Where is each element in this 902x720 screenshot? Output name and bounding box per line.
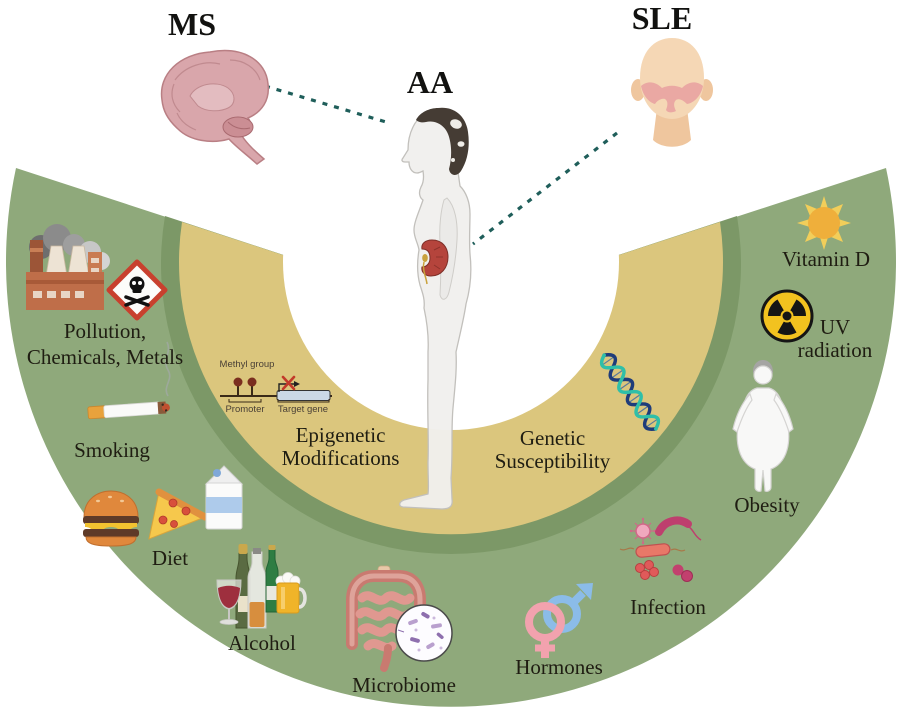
toxic-hazard-icon [106, 259, 168, 321]
intestine-icon [346, 565, 426, 672]
inner-label-epigenetic: Epigenetic Modifications [281, 423, 400, 470]
factor-label-pollution: Pollution, Chemicals, Metals [26, 319, 184, 369]
factor-label-smoking: Smoking [74, 438, 150, 462]
face-malar-rash-icon [631, 38, 713, 147]
milk-carton-icon [204, 465, 244, 530]
human-body-profile-icon [399, 107, 472, 510]
diagram-label-methyl-group: Methyl group [219, 359, 275, 370]
female-symbol-icon [525, 602, 565, 658]
inner-label-genetic: Genetic Susceptibility [494, 426, 611, 473]
connector-lines [264, 84, 618, 246]
radiation-icon [760, 289, 814, 343]
factor-label-microbiome: Microbiome [352, 673, 456, 697]
factor-label-uv: UV radiation [797, 315, 873, 362]
obese-figure-icon [732, 360, 794, 492]
disease-label-aa: AA [406, 64, 454, 100]
factor-label-alcohol: Alcohol [228, 631, 296, 655]
bacteria-magnifier-icon [395, 604, 453, 662]
factor-label-vitamin-d: Vitamin D [782, 247, 870, 271]
cigarette-icon [87, 341, 171, 420]
virus-icon [629, 517, 657, 545]
factor-label-diet: Diet [151, 546, 189, 570]
factor-label-obesity: Obesity [734, 493, 800, 517]
factory-icon [26, 224, 110, 310]
brain-icon [160, 49, 270, 165]
beer-bottle-icon [265, 545, 279, 613]
sun-icon [797, 196, 851, 250]
diagram-label-target-gene: Target gene [277, 404, 329, 415]
dna-icon [599, 353, 661, 431]
diagram-label-promoter: Promoter [225, 404, 265, 415]
kidney-icon [421, 239, 449, 285]
wine-glass-icon [216, 579, 242, 625]
methylation-diagram [220, 375, 332, 403]
alopecia-hair [416, 107, 469, 175]
burger-icon [83, 490, 139, 547]
beer-mug-icon [275, 572, 307, 614]
factor-label-hormones: Hormones [515, 655, 603, 679]
disease-label-sle: SLE [631, 0, 693, 36]
disease-label-ms: MS [168, 6, 216, 42]
factor-label-infection: Infection [630, 595, 706, 619]
ms-connector-line [264, 84, 387, 124]
microbes-icon [619, 516, 702, 582]
pizza-icon [148, 488, 209, 540]
